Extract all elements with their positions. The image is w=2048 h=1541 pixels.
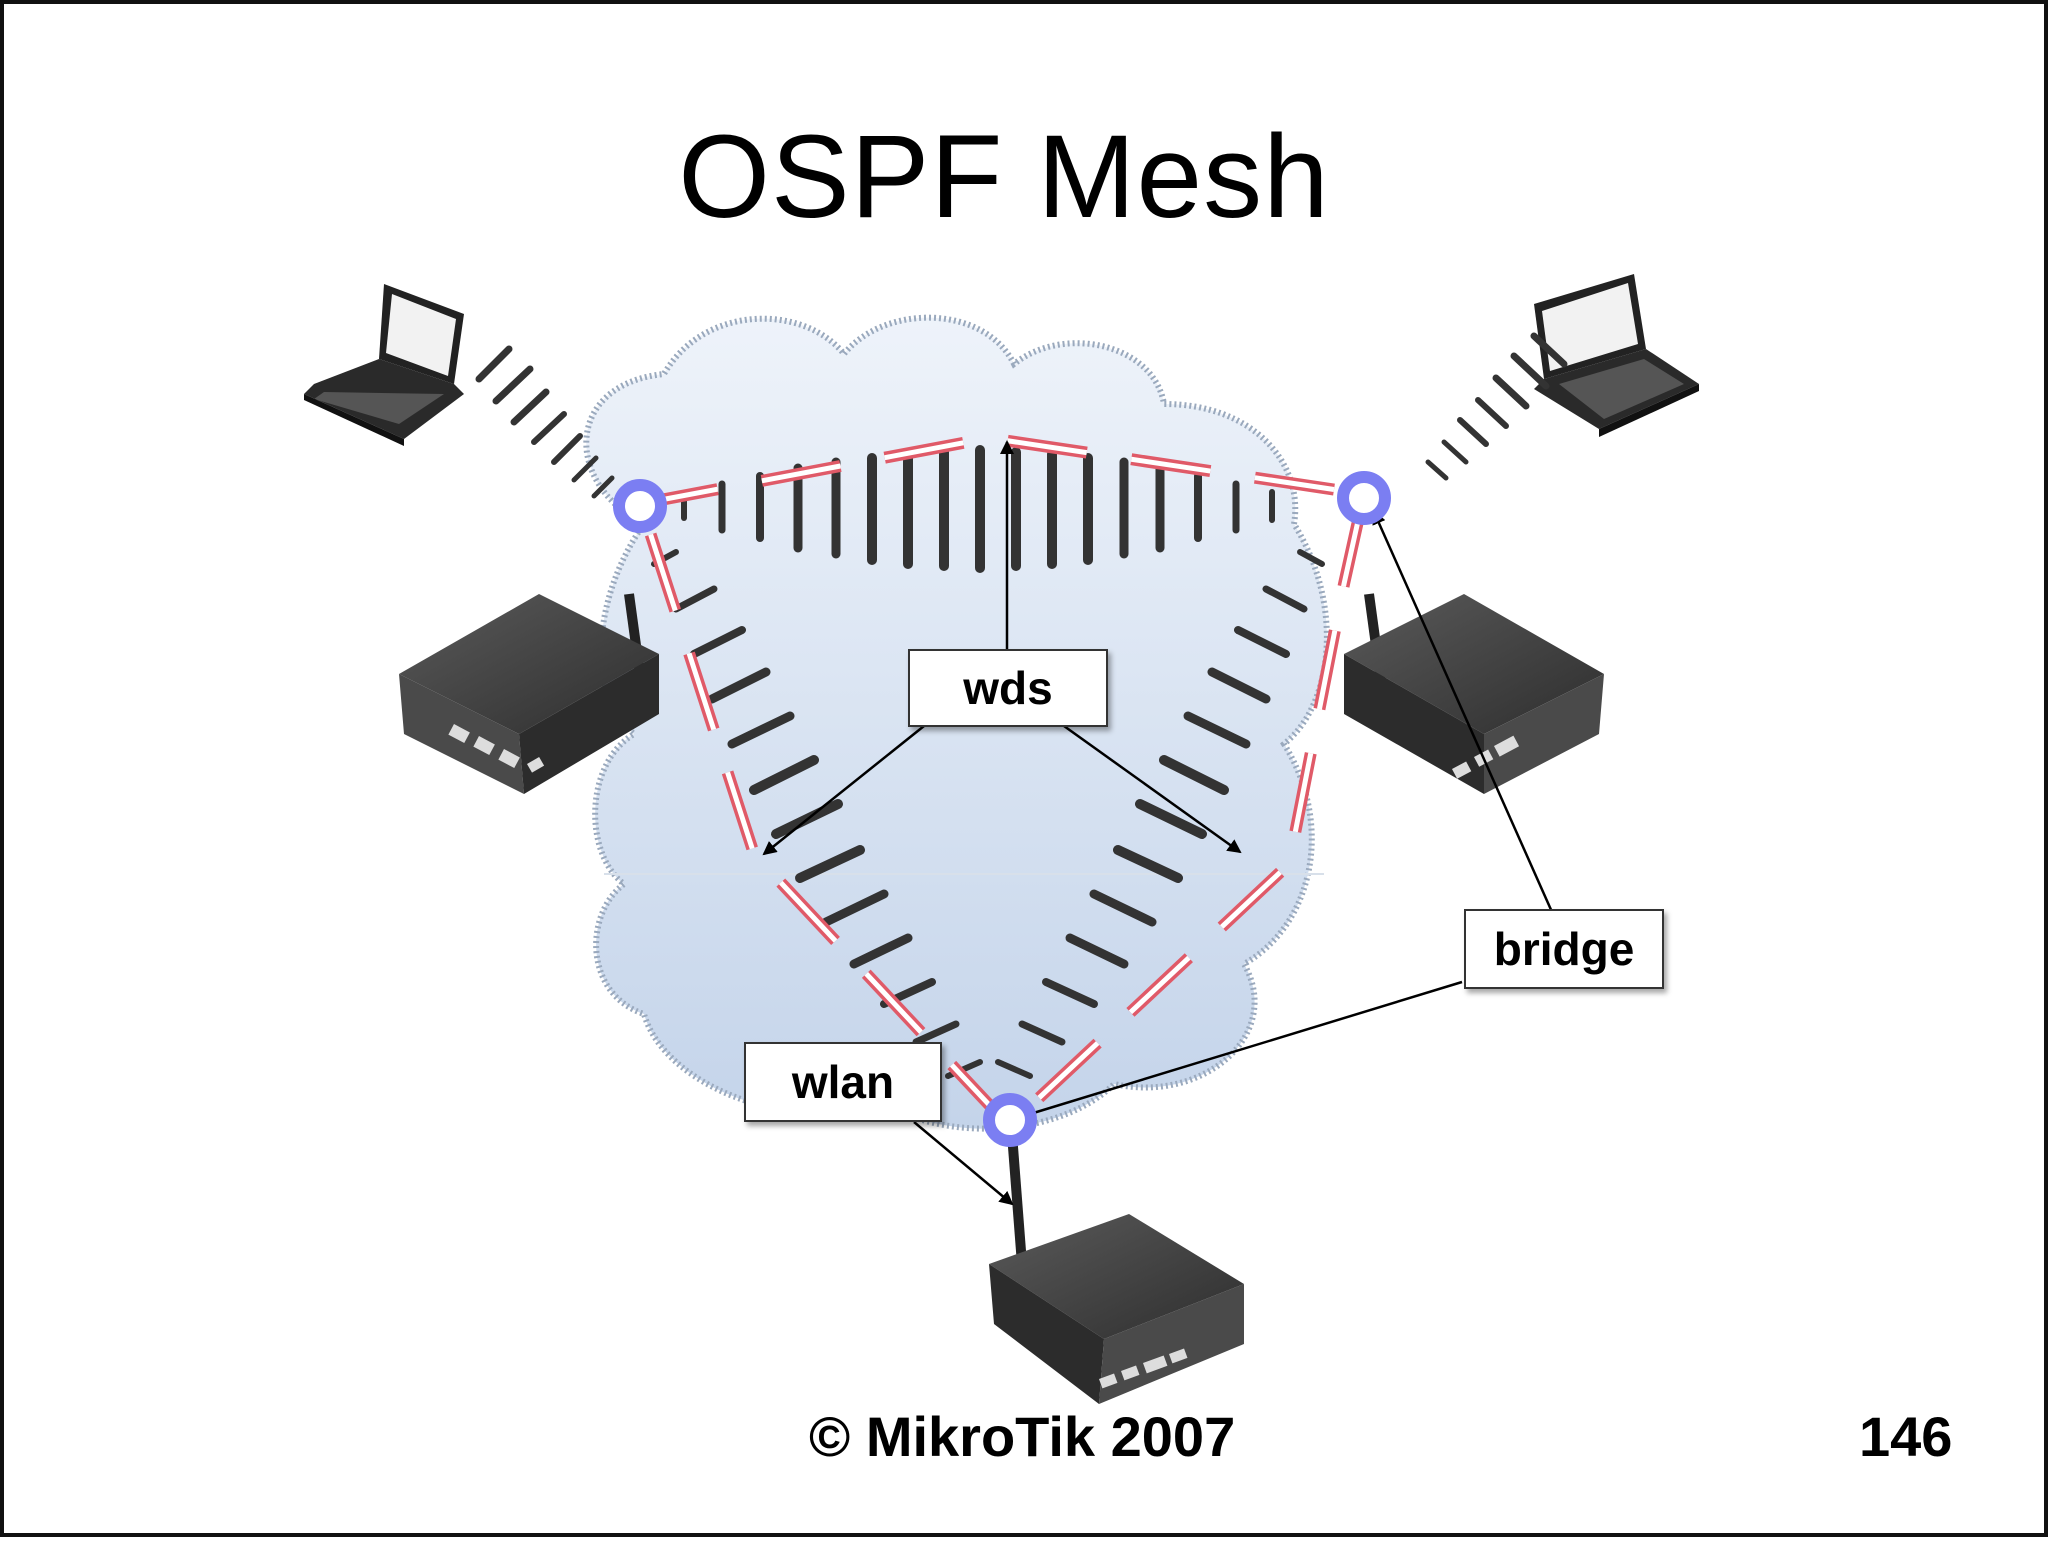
wireless-signal-icon xyxy=(1425,332,1568,481)
wds-label: wds xyxy=(908,649,1108,727)
annotation-arrows xyxy=(762,440,1554,1206)
router-icon xyxy=(989,1133,1244,1404)
mesh-node-right xyxy=(1337,471,1391,525)
router-icon xyxy=(399,593,659,794)
wireless-signal-icon xyxy=(475,345,615,499)
laptop-icon xyxy=(1534,274,1699,437)
copyright-footer: © MikroTik 2007 xyxy=(809,1405,1236,1468)
wireless-signal-icon xyxy=(681,445,1275,573)
antenna-icon xyxy=(1007,1133,1027,1265)
laptop-icon xyxy=(304,284,464,446)
router-icon xyxy=(1344,593,1604,794)
slide-title: OSPF Mesh xyxy=(678,111,1330,243)
bridge-arrow-bottom xyxy=(1015,980,1463,1122)
mesh-node-bottom xyxy=(983,1093,1037,1147)
page-number: 146 xyxy=(1859,1405,1953,1468)
wlan-label: wlan xyxy=(744,1042,942,1122)
wds-arrow-left xyxy=(762,725,925,856)
wireless-signal-icon xyxy=(995,549,1325,1079)
bridge-arrow-top xyxy=(1372,510,1554,913)
wds-mesh-link xyxy=(637,431,1372,1135)
wds-arrow-right xyxy=(1063,724,1242,854)
bridge-label: bridge xyxy=(1464,909,1664,989)
wlan-arrow xyxy=(913,1121,1014,1206)
mesh-nodes xyxy=(613,471,1391,1147)
mesh-node-left xyxy=(613,479,667,533)
ospf-mesh-diagram xyxy=(304,274,1699,1404)
